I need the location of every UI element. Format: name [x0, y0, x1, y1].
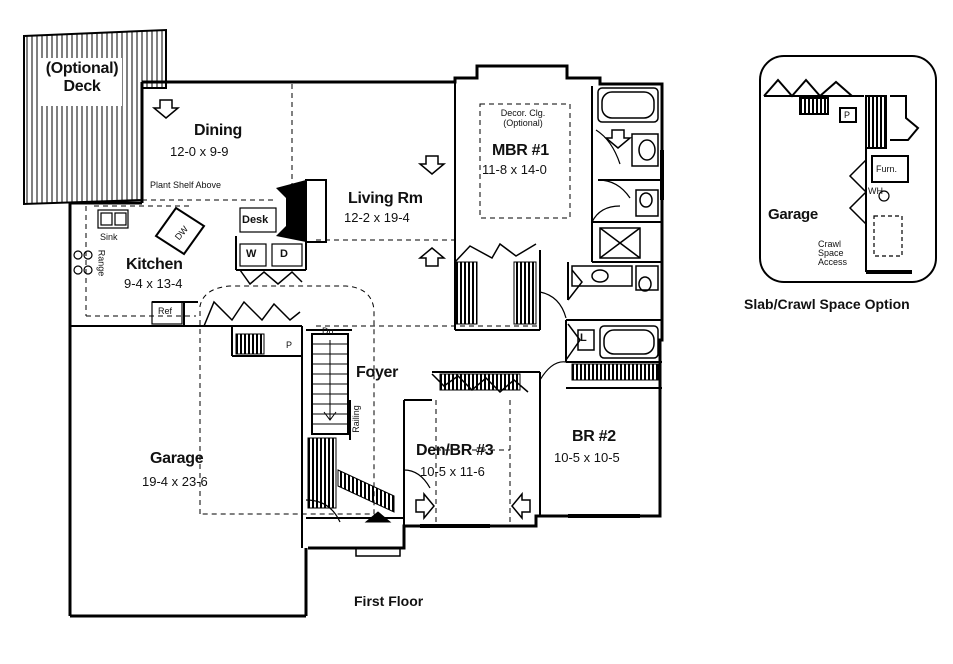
garage-name: Garage [150, 450, 204, 467]
slab-option-inset [759, 55, 937, 283]
door-swings [305, 129, 631, 523]
sink-label: Sink [100, 232, 118, 242]
bifold-doors [203, 242, 583, 394]
living-dims: 12-2 x 19-4 [344, 210, 410, 225]
linen-label: L [580, 332, 587, 344]
option-crawl-access: Crawl Space Access [818, 240, 847, 267]
dining-name: Dining [194, 122, 242, 139]
foyer-name: Foyer [356, 364, 399, 381]
deck-label-line2: Deck [63, 78, 101, 95]
option-furnace-label: Furn. [876, 164, 898, 174]
windows [355, 150, 664, 557]
closets [235, 261, 659, 509]
dining-dims: 12-0 x 9-9 [170, 144, 229, 159]
interior-walls [70, 82, 662, 548]
washer-label: W [246, 248, 257, 260]
deck-label-line1: (Optional) [45, 60, 119, 77]
kitchen-dims: 9-4 x 13-4 [124, 276, 183, 291]
plant-shelf-note: Plant Shelf Above [150, 180, 222, 190]
mbr-ceiling-note: (Optional) [503, 118, 543, 128]
br2-name: BR #2 [572, 428, 616, 445]
den-name: Den/BR #3 [416, 442, 494, 459]
pantry-label: P [286, 340, 293, 350]
fireplace [276, 179, 327, 243]
deck-area [23, 28, 167, 206]
option-garage-name: Garage [768, 206, 818, 223]
kitchen-name: Kitchen [126, 256, 183, 273]
living-name: Living Rm [348, 190, 423, 207]
mbr-dims: 11-8 x 14-0 [482, 162, 547, 177]
floor-caption: First Floor [354, 593, 424, 609]
option-title: Slab/Crawl Space Option [744, 296, 910, 312]
railing-label: Railing [350, 405, 361, 433]
stairs [311, 333, 395, 523]
option-water-heater-label: WH [868, 186, 883, 196]
deck-label: (Optional) Deck [40, 60, 124, 96]
kitchen-fixtures [73, 206, 303, 325]
stairs-down-label: Dn [322, 326, 334, 336]
mbr-name: MBR #1 [492, 142, 549, 159]
option-crawl-line3: Access [818, 257, 848, 267]
garage-dims: 19-4 x 23-6 [142, 474, 208, 489]
dashed-lines [85, 84, 571, 526]
option-crawl-line2: Space [818, 248, 844, 258]
dryer-label: D [280, 248, 288, 260]
bath-fixtures [571, 87, 659, 359]
desk-label: Desk [242, 214, 269, 226]
option-crawl-line1: Crawl [818, 239, 842, 249]
arrows [151, 99, 633, 521]
den-dims: 10-5 x 11-6 [420, 464, 485, 479]
exterior-walls [68, 64, 664, 618]
option-pantry-label: P [844, 110, 851, 120]
ref-label: Ref [158, 306, 173, 316]
mbr-ceiling-label: Decor. Clg. [500, 108, 546, 118]
range-label: Range [96, 249, 107, 277]
mbr-ceiling: Decor. Clg. (Optional) [490, 108, 556, 128]
br2-dims: 10-5 x 10-5 [554, 450, 620, 465]
